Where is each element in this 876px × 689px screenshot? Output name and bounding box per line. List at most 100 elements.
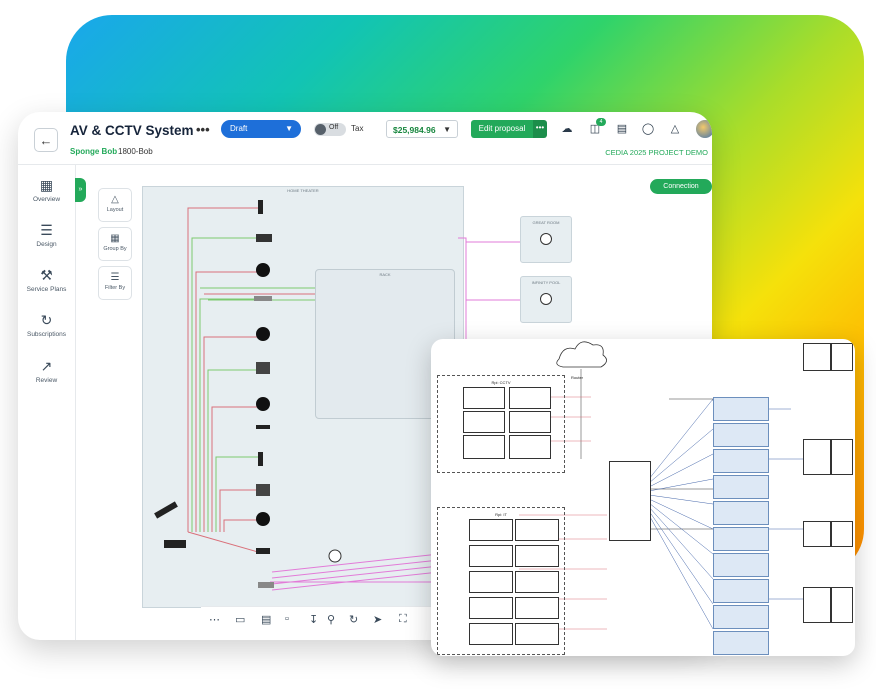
edit-more-button[interactable]: •••: [533, 120, 547, 138]
link-line: [648, 506, 714, 580]
device-table[interactable]: [803, 439, 831, 475]
switch-table[interactable]: [609, 461, 651, 541]
wire: [207, 369, 258, 532]
book-icon[interactable]: ◫: [589, 123, 601, 135]
device-table[interactable]: [469, 597, 513, 619]
sidebar-item-service-plans[interactable]: ⚒Service Plans: [18, 267, 75, 293]
status-dropdown[interactable]: Draft▼: [221, 120, 301, 138]
device-table[interactable]: [831, 587, 853, 623]
device-icon: [254, 296, 272, 301]
sidebar-item-label: Subscriptions: [26, 331, 67, 338]
device-table[interactable]: [831, 521, 853, 547]
device-table[interactable]: [509, 411, 551, 433]
device-table[interactable]: [515, 597, 559, 619]
room-node[interactable]: [713, 501, 769, 525]
copy-icon[interactable]: ▫: [285, 613, 289, 625]
refresh-icon[interactable]: ↻: [349, 614, 359, 626]
filter-by-button[interactable]: ☰Filter By: [98, 266, 132, 300]
document-icon[interactable]: ▤: [261, 614, 272, 626]
group-icon: ▦: [110, 233, 120, 244]
link-line: [648, 453, 714, 488]
avatar[interactable]: [696, 120, 712, 138]
bell-icon[interactable]: △: [670, 123, 680, 135]
zoom-icon[interactable]: ⚲: [327, 614, 336, 626]
notification-badge: 4: [596, 118, 606, 126]
device-table[interactable]: [463, 411, 505, 433]
wire: [215, 456, 258, 532]
status-value: Draft: [230, 124, 248, 133]
rack-label: RACK: [379, 272, 391, 277]
device-table[interactable]: [803, 521, 831, 547]
wire: [191, 237, 258, 532]
more-options-button[interactable]: •••: [196, 122, 210, 137]
device-table[interactable]: [509, 435, 551, 459]
client-name[interactable]: Sponge Bob: [70, 147, 118, 156]
room-node[interactable]: [713, 423, 769, 447]
device-table[interactable]: [831, 343, 853, 371]
device-table[interactable]: [803, 343, 831, 371]
device-table[interactable]: [463, 387, 505, 409]
room-node[interactable]: [713, 475, 769, 499]
download-icon[interactable]: ↧: [309, 614, 319, 626]
link-line: [648, 510, 714, 605]
tax-toggle[interactable]: Off: [314, 123, 346, 136]
sidebar-item-subscriptions[interactable]: ↻Subscriptions: [18, 312, 75, 338]
caret-down-icon: ▼: [443, 125, 451, 134]
sidebar: ▦Overview ☰Design ⚒Service Plans ↻Subscr…: [18, 165, 76, 640]
apps-icon[interactable]: ⋯: [209, 614, 220, 626]
device-table[interactable]: [515, 545, 559, 567]
room-infinity-pool[interactable]: INFINITY POOL: [520, 276, 572, 323]
cloud-sync-icon[interactable]: ☁: [561, 123, 573, 135]
group-cctv[interactable]: Rpi: CCTV: [437, 375, 565, 473]
canvas-toolbar: ⋯ ▭ ▤ ▫ ↧ ⚲ ↻ ➤ ⛶: [201, 606, 441, 633]
sidebar-item-review[interactable]: ↗Review: [18, 358, 75, 384]
cloud-label: Router: [571, 375, 584, 380]
layout-icon: △: [111, 194, 119, 205]
device-table[interactable]: [509, 387, 551, 409]
room-node[interactable]: [713, 449, 769, 473]
device-table[interactable]: [469, 545, 513, 567]
edit-proposal-button[interactable]: Edit proposal: [471, 120, 533, 138]
chart-icon: ↗: [40, 358, 53, 374]
filter-icon: ☰: [110, 272, 120, 283]
price-dropdown[interactable]: $25,984.96▼: [386, 120, 458, 138]
link-line: [648, 478, 714, 492]
room-node[interactable]: [713, 527, 769, 551]
room-node[interactable]: [713, 397, 769, 421]
device-table[interactable]: [803, 587, 831, 623]
layout-button[interactable]: △Layout: [98, 188, 132, 222]
room-great-room[interactable]: GREAT ROOM: [520, 216, 572, 263]
device-table[interactable]: [469, 519, 513, 541]
chat-icon[interactable]: ◯: [641, 123, 655, 135]
calendar-icon[interactable]: ▤: [616, 123, 628, 135]
device-table[interactable]: [515, 623, 559, 645]
device-table[interactable]: [469, 571, 513, 593]
group-it[interactable]: Rpi: IT: [437, 507, 565, 655]
sidebar-item-overview[interactable]: ▦Overview: [18, 177, 75, 203]
tax-label: Tax: [351, 124, 364, 133]
expand-panel-button[interactable]: »: [75, 178, 86, 202]
device-table[interactable]: [469, 623, 513, 645]
device-table[interactable]: [463, 435, 505, 459]
room-node[interactable]: [713, 605, 769, 629]
connection-button[interactable]: Connection: [650, 179, 712, 194]
back-button[interactable]: ←: [34, 128, 58, 152]
room-node[interactable]: [713, 579, 769, 603]
network-diagram-panel: Rpi: CCTV Rpi: IT Router: [431, 339, 855, 656]
folder-icon[interactable]: ▭: [235, 614, 246, 626]
device-table[interactable]: [831, 439, 853, 475]
group-by-button[interactable]: ▦Group By: [98, 227, 132, 261]
camera-icon: [540, 293, 552, 305]
sidebar-item-design[interactable]: ☰Design: [18, 222, 75, 248]
device-table[interactable]: [515, 519, 559, 541]
group-label: Rpi: IT: [495, 512, 507, 517]
fit-screen-icon[interactable]: ⛶: [399, 613, 407, 625]
pointer-icon[interactable]: ➤: [373, 614, 383, 626]
sidebar-item-label: Design: [36, 241, 57, 248]
device-table[interactable]: [515, 571, 559, 593]
room-node[interactable]: [713, 631, 769, 655]
room-node[interactable]: [713, 553, 769, 577]
wire: [271, 563, 459, 585]
device-icon: [256, 484, 270, 496]
header: ← AV & CCTV System ••• Draft▼ Off Tax $2…: [18, 112, 712, 165]
